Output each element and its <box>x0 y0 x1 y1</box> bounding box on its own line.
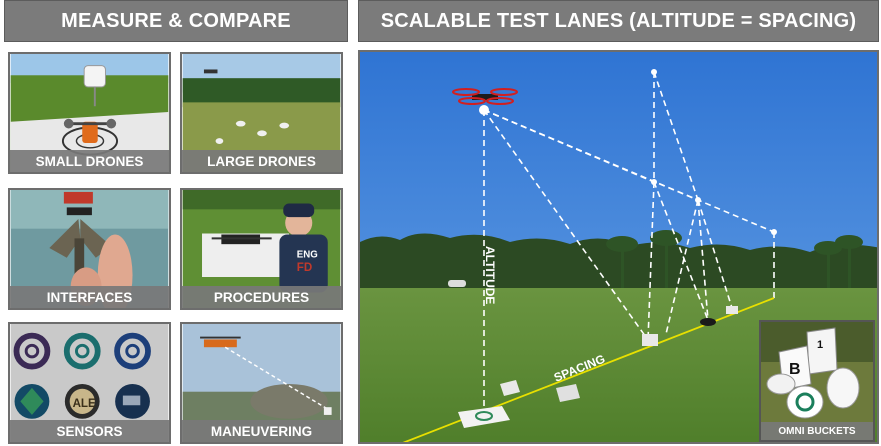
bucket-letter: 1 <box>817 339 823 351</box>
inset-label: OMNI BUCKETS <box>761 422 873 440</box>
tile-small-drones[interactable]: SMALL DRONES <box>8 52 171 174</box>
sensor-card-text: ALE <box>73 397 96 410</box>
svg-text:FD: FD <box>297 261 312 274</box>
drone-icon <box>452 88 518 105</box>
section-header-measure-compare: MEASURE & COMPARE <box>4 0 348 42</box>
altitude-label: ALTITUDE <box>483 246 497 304</box>
tile-label: SENSORS <box>10 420 169 442</box>
tile-label: SMALL DRONES <box>10 150 169 172</box>
tile-label: PROCEDURES <box>182 286 341 308</box>
tile-large-drones[interactable]: LARGE DRONES <box>180 52 343 174</box>
small-drones-image <box>10 54 169 172</box>
svg-text:ENG: ENG <box>297 250 318 261</box>
tile-procedures[interactable]: ENG FD PROCEDURES <box>180 188 343 310</box>
section-header-test-lanes: SCALABLE TEST LANES (ALTITUDE = SPACING) <box>358 0 879 42</box>
omni-buckets-image: 1 B <box>761 322 873 440</box>
tile-sensors[interactable]: ALE SENSORS <box>8 322 171 444</box>
test-lanes-photo: ALTITUDE SPACING 1 B OMNI BUCKETS <box>358 50 879 444</box>
tile-label: MANEUVERING <box>182 420 341 442</box>
tile-label: INTERFACES <box>10 286 169 308</box>
omni-buckets-inset: 1 B OMNI BUCKETS <box>759 320 875 442</box>
bucket-letter: B <box>789 361 801 378</box>
tile-label: LARGE DRONES <box>182 150 341 172</box>
tile-interfaces[interactable]: INTERFACES <box>8 188 171 310</box>
tile-maneuvering[interactable]: MANEUVERING <box>180 322 343 444</box>
